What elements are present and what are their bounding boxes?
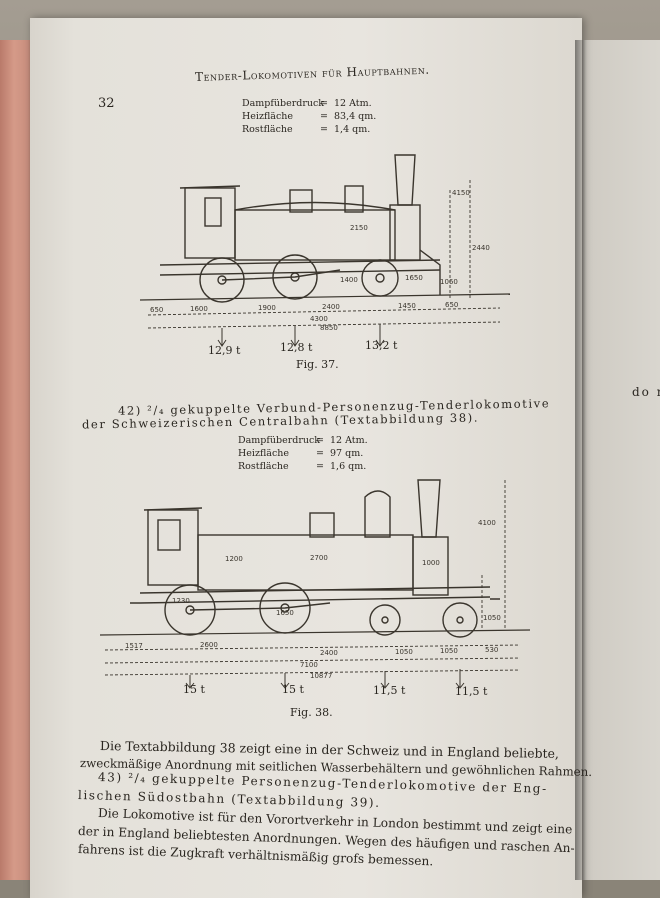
fig37-caption: Fig. 37.	[296, 358, 339, 371]
dimension-label: 1050	[395, 648, 413, 656]
axle-load: 11,5 t	[373, 684, 406, 697]
dimension-label: 530	[485, 646, 498, 654]
axle-load: 15 t	[282, 683, 304, 696]
dimension-label: 1060	[440, 278, 458, 286]
dimension-label: 1000	[422, 559, 440, 567]
facing-page-fragment: do n	[632, 385, 660, 399]
dimension-label: 4300	[310, 315, 328, 323]
fig37-specs: Dampfüberdruck=12 Atm. Heizfläche=83,4 q…	[242, 97, 376, 136]
spec-label: Rostfläche	[242, 124, 293, 135]
spec-row: Heizfläche=83,4 qm.	[242, 111, 377, 122]
dimension-label: 1517	[125, 642, 143, 650]
page-number: 32	[98, 96, 115, 111]
spec-row: Rostfläche=1,6 qm.	[238, 461, 367, 472]
coupling-fraction: ²/₄	[127, 770, 147, 786]
dimension-label: 1650	[276, 609, 294, 617]
dimension-label: 7100	[300, 661, 318, 669]
dimension-label: 1450	[398, 302, 416, 310]
dimension-label: 650	[445, 301, 458, 309]
axle-load: 13,2 t	[365, 339, 398, 352]
spec-value: 97 qm.	[330, 448, 364, 459]
dimension-label: 10877	[310, 672, 332, 680]
spec-label: Dampfüberdruck	[242, 98, 325, 109]
axle-load: 15 t	[183, 683, 205, 696]
dimension-label: 1400	[340, 276, 358, 284]
fig38-locomotive-drawing: 4100 2700 1000 1650 1050 1230 1200 1517 …	[100, 479, 531, 689]
spec-row: Rostfläche=1,4 qm.	[242, 124, 371, 135]
axle-load: 11,5 t	[455, 685, 488, 698]
axle-load: 12,8 t	[280, 341, 313, 354]
book-page	[30, 18, 582, 898]
axle-load: 12,9 t	[208, 344, 241, 357]
spec-value: 12 Atm.	[330, 435, 368, 446]
dimension-label: 8850	[320, 324, 338, 332]
page-gutter-shadow	[575, 40, 587, 880]
dimension-label: 650	[150, 306, 163, 314]
spec-row: Heizfläche=97 qm.	[238, 448, 364, 459]
dimension-label: 2400	[320, 649, 338, 657]
spec-value: 1,6 qm.	[330, 461, 367, 472]
dimension-label: 2150	[350, 224, 368, 232]
dimension-label: 1200	[225, 555, 243, 563]
section-number: 43)	[97, 770, 123, 785]
dimension-label: 1050	[483, 614, 501, 622]
dimension-label: 2400	[322, 303, 340, 311]
dimension-label: 1050	[440, 647, 458, 655]
dimension-label: 1230	[172, 597, 190, 605]
spec-value: 1,4 qm.	[334, 124, 371, 135]
facing-page	[575, 40, 660, 880]
dimension-label: 4150	[452, 189, 470, 197]
dimension-label: 1600	[190, 305, 208, 313]
dimension-label: 2600	[200, 641, 218, 649]
spec-row: Dampfüberdruck=12 Atm.	[242, 98, 372, 109]
dimension-label: 2700	[310, 554, 328, 562]
fig37-locomotive-drawing: 4150 2440 1060 1650 1400 2150 650 1600 1…	[140, 154, 511, 347]
spec-row: Dampfüberdruck=12 Atm.	[238, 435, 368, 446]
spec-label: Dampfüberdruck	[238, 435, 321, 446]
spec-value: 83,4 qm.	[334, 111, 377, 122]
dimension-label: 2440	[472, 244, 490, 252]
spec-label: Heizfläche	[238, 448, 290, 459]
spec-label: Rostfläche	[238, 461, 289, 472]
dimension-label: 4100	[478, 519, 496, 527]
fig38-specs: Dampfüberdruck=12 Atm. Heizfläche=97 qm.…	[238, 434, 368, 473]
dimension-label: 1900	[258, 304, 276, 312]
dimension-label: 1650	[405, 274, 423, 282]
spec-value: 12 Atm.	[334, 98, 372, 109]
fig38-caption: Fig. 38.	[290, 706, 333, 719]
spec-label: Heizfläche	[242, 111, 294, 122]
